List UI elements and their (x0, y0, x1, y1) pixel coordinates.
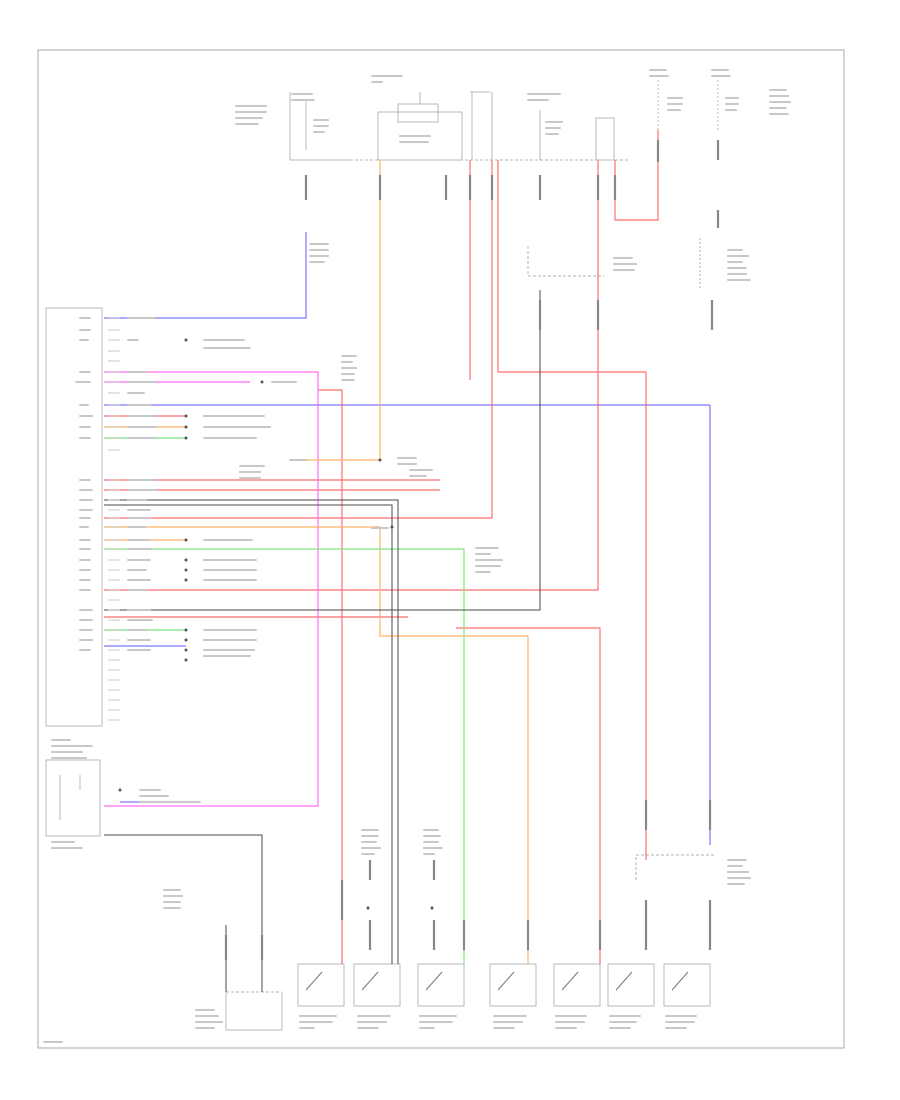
ground-point-left (225, 991, 283, 1031)
grounds-junction-right (635, 238, 714, 880)
front-door-courtesy-switch-right (489, 963, 537, 1007)
module-pin-marks (108, 317, 120, 721)
wire-red (104, 130, 659, 964)
front-door-courtesy-switch-left-2 (663, 963, 711, 1007)
liftgate-courtesy-switch (297, 963, 345, 1007)
junction-block-top (350, 91, 630, 161)
wire-dark (104, 290, 541, 992)
wire-green (104, 437, 465, 964)
wire-blue (104, 232, 711, 845)
rear-door-courtesy-switch-left (353, 963, 401, 1007)
security-indicator-light (45, 759, 101, 837)
connector-stubs (224, 140, 720, 960)
body-control-module (45, 307, 103, 727)
label-placeholders (43, 69, 791, 1043)
sensor-connector (527, 246, 604, 277)
liftgate-courtesy-switch-2 (417, 963, 465, 1007)
instrument-cluster-junction-block (289, 92, 350, 161)
hot-fuse-right (657, 80, 719, 130)
front-door-courtesy-switch-left-1 (607, 963, 655, 1007)
door-switches (297, 963, 711, 1007)
diagram-border (37, 49, 845, 1049)
rear-door-courtesy-switch-right (553, 963, 601, 1007)
splice-dots (118, 338, 434, 910)
